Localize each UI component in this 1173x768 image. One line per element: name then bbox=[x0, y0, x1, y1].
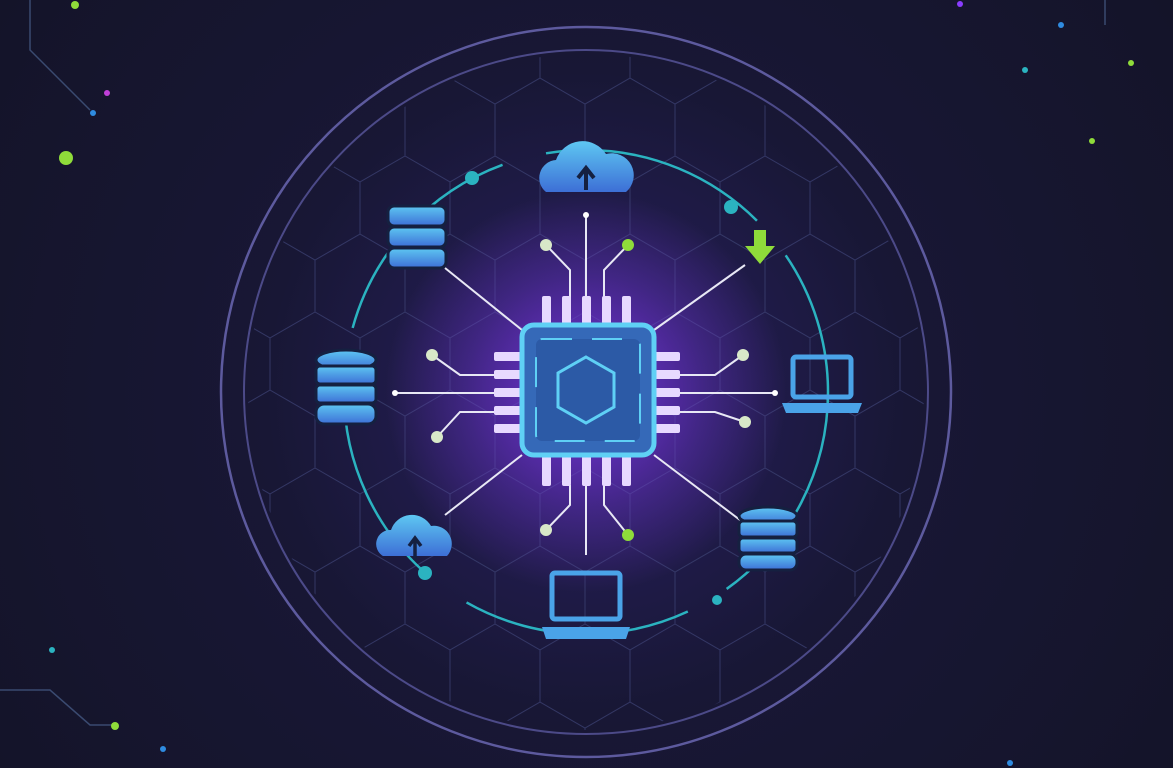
corner-circuits bbox=[0, 0, 1106, 726]
database-icon bbox=[386, 204, 448, 270]
cloud-upload-icon bbox=[539, 141, 634, 192]
database-icon bbox=[314, 348, 378, 426]
circuit-traces bbox=[395, 215, 775, 555]
database-icon bbox=[737, 505, 799, 572]
download-arrow-icon bbox=[745, 230, 775, 264]
outer-ring bbox=[219, 25, 953, 759]
orbit-nodes bbox=[418, 171, 738, 605]
inner-ring bbox=[243, 49, 929, 735]
laptop-icon bbox=[782, 354, 862, 413]
cpu-chip-icon bbox=[494, 296, 680, 486]
cloud-upload-icon bbox=[376, 514, 452, 560]
laptop-icon bbox=[542, 570, 630, 639]
trace-endpoints bbox=[392, 212, 778, 541]
decorative-dots bbox=[49, 1, 1134, 766]
